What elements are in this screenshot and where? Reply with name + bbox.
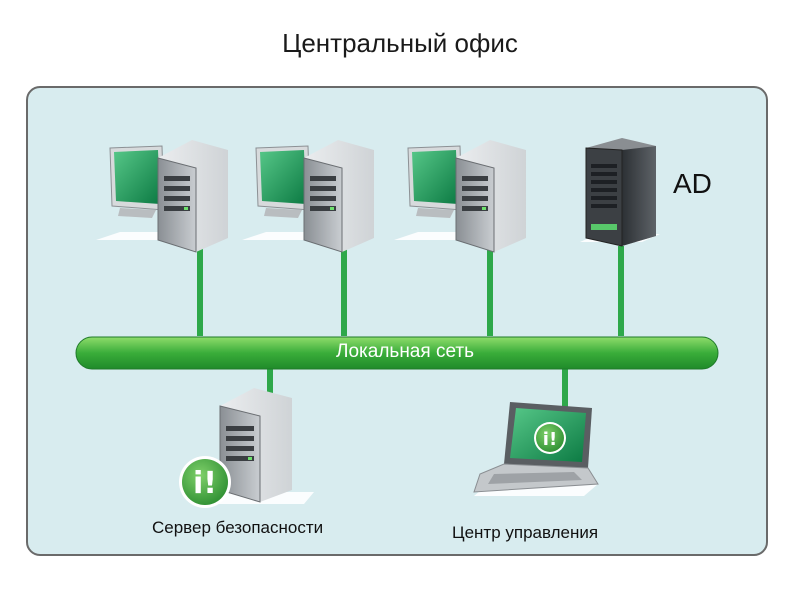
connection-lines bbox=[197, 246, 624, 408]
info-badge-icon: i! bbox=[179, 456, 231, 508]
security-server-label: Сервер безопасности bbox=[152, 518, 324, 537]
svg-text:i!: i! bbox=[193, 466, 217, 501]
ad-server-label: AD bbox=[673, 168, 712, 199]
laptop-icon: i! bbox=[473, 402, 599, 496]
page-title: Центральный офис bbox=[282, 28, 518, 58]
admin-center-label: Центр управления bbox=[452, 523, 599, 542]
lan-label: Локальная сеть bbox=[336, 341, 474, 362]
workstation-icon bbox=[96, 140, 228, 253]
svg-text:i!: i! bbox=[543, 429, 557, 450]
lan-bus bbox=[75, 336, 719, 370]
workstation-icon bbox=[242, 140, 374, 253]
workstation-icon bbox=[394, 140, 526, 253]
rack-server-icon bbox=[580, 138, 660, 247]
